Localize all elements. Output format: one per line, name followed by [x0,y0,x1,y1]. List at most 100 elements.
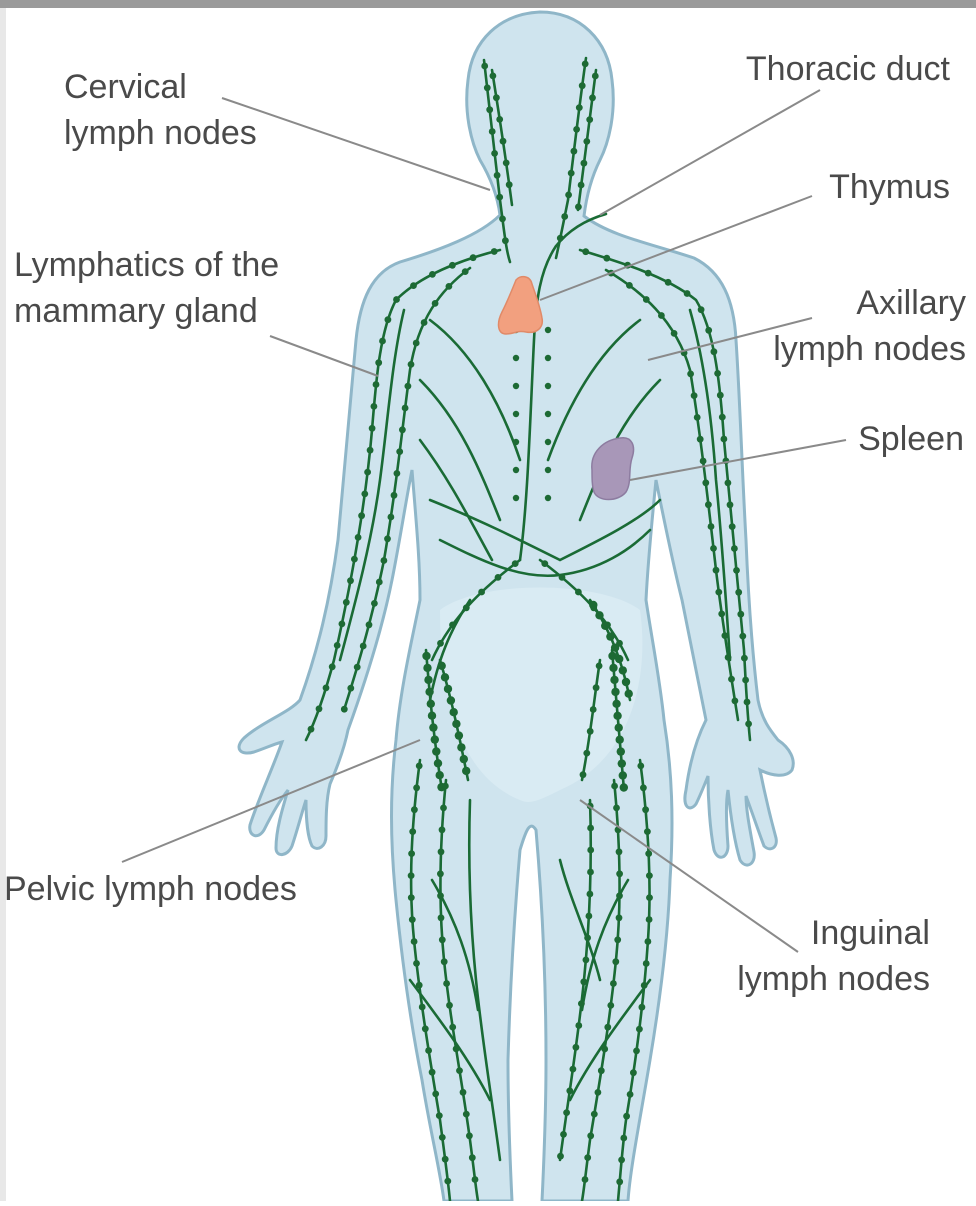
lymph-node [623,1112,630,1120]
lymph-node [431,300,439,307]
lymph-node [505,181,513,189]
lymph-node [619,783,628,792]
lymph-node [364,468,371,476]
lymph-node [454,731,464,740]
lymph-vessel [408,978,492,1102]
lymph-vessel [482,58,512,264]
lymph-node [544,466,552,474]
lymph-node [443,980,450,987]
lymph-node [409,828,417,835]
pelvis-shading [440,587,643,802]
lymph-node [347,684,355,692]
lymph-node [585,912,593,920]
lymph-node [589,706,597,713]
lymph-node [387,513,395,521]
lymph-node [512,354,520,362]
label-cervical-line2: lymph nodes [64,114,257,152]
lymph-node [636,1025,643,1033]
lymph-node [575,104,583,111]
lymph-node [315,705,323,713]
lymph-node [440,804,447,812]
lymph-node [413,960,420,967]
lymph-node [565,191,572,199]
leader-axillary [647,317,813,361]
lymph-node [586,890,594,898]
lymph-node [579,771,587,779]
label-inguinal-lymph-nodes: Inguinal lymph nodes [737,910,930,1002]
label-cervical-lymph-nodes: Cervical lymph nodes [64,64,257,156]
lymph-node [469,254,477,262]
lymph-node [615,914,623,922]
lymph-node [590,1110,598,1118]
lymph-node [544,410,552,418]
lymph-node [728,523,736,530]
lymph-node [739,632,747,640]
lymph-node [601,621,610,630]
lymph-node [449,708,458,717]
label-pelvic-line1: Pelvic lymph nodes [4,870,297,908]
lymph-node [582,248,590,256]
lymph-node [699,457,707,465]
lymph-node [573,125,580,133]
label-inguinal-line2: lymph nodes [737,960,930,998]
lymph-node [437,639,444,647]
lymph-node [583,138,591,145]
lymph-node [575,1022,583,1029]
lymph-node [603,254,611,262]
lymph-node [561,213,569,220]
lymph-node [438,936,446,944]
lymph-node [351,555,358,563]
lymph-node [411,806,418,814]
lymph-node [696,435,704,443]
lymph-node [745,720,752,728]
lymph-node [407,872,415,879]
lymph-node [615,848,623,856]
lymph-node [438,826,446,834]
lymph-node [544,438,552,446]
lymph-node [380,557,388,564]
lymph-node [443,684,453,694]
lymph-node [604,1023,612,1031]
lymph-node [432,747,441,756]
lymph-node [449,261,456,269]
lymph-node [621,677,631,687]
lymph-node [435,771,444,780]
lymph-node [595,611,604,620]
lymph-node [493,94,500,102]
lymph-node [425,687,434,696]
lymph-node [354,534,362,541]
leader-lines [121,89,847,953]
lymph-node [353,663,361,671]
lymph-node [307,725,315,733]
lymph-node [591,72,599,80]
lymph-node [446,1001,453,1009]
lymph-node [359,642,367,650]
lymph-node [496,116,504,123]
lymph-node [570,147,578,155]
lymph-node [544,326,552,334]
lymph-node [610,643,620,652]
lymph-node [333,642,341,649]
lymph-node [437,914,445,922]
lymph-node [624,689,633,698]
lymph-node [578,1000,585,1007]
lymph-node [404,382,412,390]
lymph-node [610,980,617,987]
lymph-node [440,958,448,966]
lymph-node [384,535,391,543]
lymph-node [425,1047,432,1054]
lymph-node [578,82,586,90]
lymph-node [432,1090,440,1098]
lymph-node [611,687,620,697]
lymph-node [502,237,509,245]
top-border [0,0,976,8]
lymph-node [478,588,485,596]
leader-pelvic [121,739,421,863]
lymph-node [584,1154,592,1161]
lymph-node [375,359,383,367]
lymph-node [737,610,745,618]
leader-thoracic-duct [599,89,821,216]
lymph-node [640,784,647,792]
lymph-node [589,94,596,102]
lymph-node [438,1134,446,1141]
